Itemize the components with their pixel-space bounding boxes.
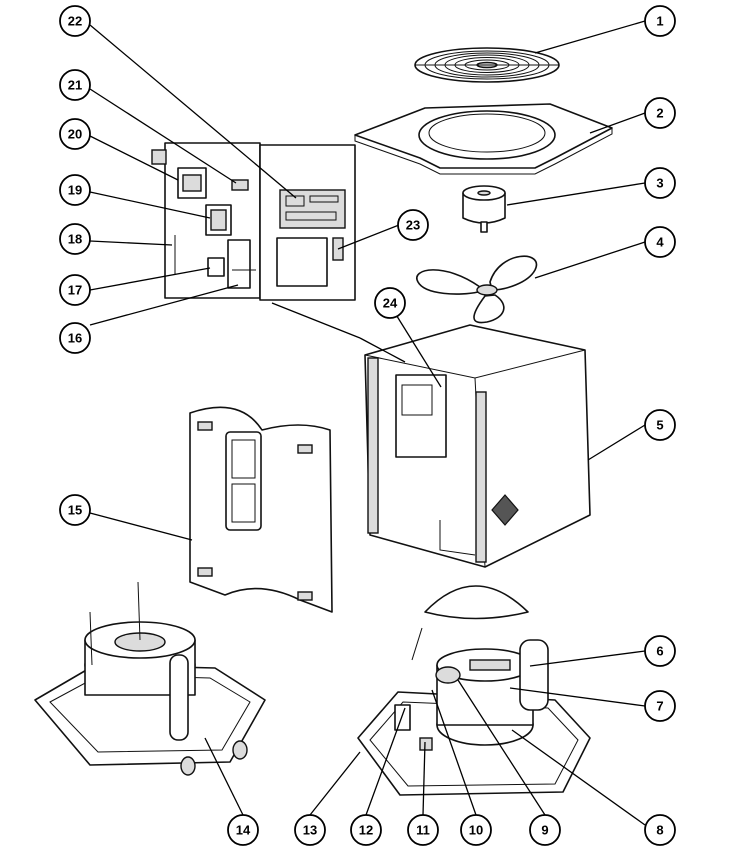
compressor-dome-cap bbox=[424, 585, 529, 620]
callout-7: 7 bbox=[644, 690, 676, 722]
control-box bbox=[151, 142, 356, 301]
callout-label: 17 bbox=[68, 283, 82, 298]
callout-22: 22 bbox=[59, 5, 91, 37]
callout-18: 18 bbox=[59, 223, 91, 255]
callout-14: 14 bbox=[227, 814, 259, 846]
callout-1: 1 bbox=[644, 5, 676, 37]
callout-3: 3 bbox=[644, 167, 676, 199]
callout-label: 21 bbox=[68, 78, 82, 93]
cabinet-coil bbox=[364, 324, 591, 568]
callout-label: 8 bbox=[656, 823, 663, 838]
callout-17: 17 bbox=[59, 274, 91, 306]
fan-guard-grille bbox=[414, 47, 560, 83]
callout-label: 6 bbox=[656, 644, 663, 659]
callout-label: 22 bbox=[68, 14, 82, 29]
leader-lines bbox=[89, 20, 646, 826]
callout-label: 13 bbox=[303, 823, 317, 838]
front-panel bbox=[189, 406, 333, 613]
callout-24: 24 bbox=[374, 287, 406, 319]
callout-23: 23 bbox=[397, 209, 429, 241]
callout-label: 16 bbox=[68, 331, 82, 346]
callout-5: 5 bbox=[644, 409, 676, 441]
callout-label: 24 bbox=[383, 296, 398, 311]
callout-label: 15 bbox=[68, 503, 82, 518]
callout-8: 8 bbox=[644, 814, 676, 846]
callout-label: 18 bbox=[68, 232, 82, 247]
callout-label: 3 bbox=[656, 176, 663, 191]
callout-9: 9 bbox=[529, 814, 561, 846]
callout-label: 14 bbox=[236, 823, 251, 838]
callout-label: 10 bbox=[469, 823, 483, 838]
callout-15: 15 bbox=[59, 494, 91, 526]
callout-16: 16 bbox=[59, 322, 91, 354]
callout-20: 20 bbox=[59, 118, 91, 150]
callout-2: 2 bbox=[644, 97, 676, 129]
callout-10: 10 bbox=[460, 814, 492, 846]
heat-exchanger-base-left bbox=[34, 581, 266, 776]
callout-label: 9 bbox=[541, 823, 548, 838]
fan-blade bbox=[416, 255, 538, 324]
heat-exchanger-base-right bbox=[357, 627, 591, 796]
callout-label: 23 bbox=[406, 218, 420, 233]
callout-19: 19 bbox=[59, 174, 91, 206]
callout-label: 4 bbox=[656, 235, 664, 250]
callout-12: 12 bbox=[350, 814, 382, 846]
top-cover bbox=[354, 103, 613, 175]
callout-label: 1 bbox=[656, 14, 663, 29]
callout-4: 4 bbox=[644, 226, 676, 258]
callout-label: 12 bbox=[359, 823, 373, 838]
fan-motor bbox=[462, 185, 506, 233]
callout-label: 20 bbox=[68, 127, 82, 142]
callout-label: 2 bbox=[656, 106, 663, 121]
callout-label: 5 bbox=[656, 418, 663, 433]
callout-6: 6 bbox=[644, 635, 676, 667]
callout-11: 11 bbox=[407, 814, 439, 846]
callout-label: 7 bbox=[656, 699, 663, 714]
callout-label: 11 bbox=[416, 823, 430, 838]
callout-label: 19 bbox=[68, 183, 82, 198]
callout-21: 21 bbox=[59, 69, 91, 101]
callout-13: 13 bbox=[294, 814, 326, 846]
